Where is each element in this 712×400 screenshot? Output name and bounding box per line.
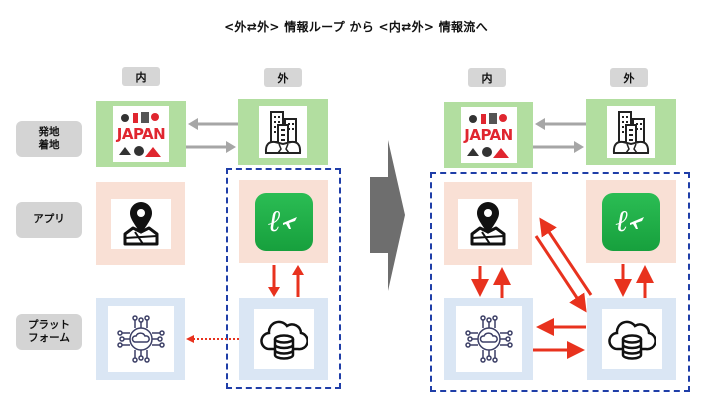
arrow-inner-to-outer	[533, 141, 584, 153]
japan-text: JAPAN	[464, 126, 513, 144]
cloud-network-icon	[116, 315, 165, 363]
platform-inner-box-after	[444, 298, 533, 380]
japan-decor-top-icon	[468, 113, 507, 124]
map-pin-icon	[470, 201, 506, 245]
airplane-icon	[630, 216, 645, 229]
app-outer-box: ℓ	[239, 180, 328, 263]
platform-outer-box-after	[587, 298, 676, 380]
platform-outer-box	[239, 298, 328, 380]
platform-inner-box	[96, 298, 185, 380]
transition-arrow-icon	[370, 140, 405, 291]
arrow-outer-to-inner	[535, 118, 586, 130]
app-outer-box-after: ℓ	[586, 180, 676, 263]
column-header-outer: 外	[264, 68, 302, 87]
app-logo-letter: ℓ	[615, 204, 629, 239]
combined-boundary-dashed	[430, 172, 690, 392]
diagram-title: <外⇄外> 情報ループ から <内⇄外> 情報流へ	[224, 20, 488, 34]
destination-outer-box	[238, 99, 328, 165]
travel-app-icon: ℓ	[602, 192, 660, 251]
cloud-database-icon	[607, 320, 656, 360]
japan-decor-bottom-icon	[119, 146, 161, 157]
dotted-arrow-platform-outer-to-inner	[186, 335, 239, 343]
row-label-platform: プラット フォーム	[16, 314, 82, 350]
column-header-outer-after: 外	[610, 68, 648, 87]
cloud-database-icon	[259, 320, 308, 360]
destination-inner-box-after: JAPAN	[444, 102, 533, 168]
arrow-outer-platform-to-map-app	[539, 217, 593, 296]
japan-decor-top-icon	[121, 112, 159, 123]
japan-text: JAPAN	[116, 125, 166, 143]
app-logo-letter: ℓ	[268, 204, 281, 239]
map-pin-icon	[123, 201, 158, 245]
app-platform-arrows-before	[268, 265, 304, 297]
row-label-origin-destination: 発地 着地	[16, 121, 82, 157]
column-header-inner-after: 内	[468, 68, 506, 87]
arrow-app-to-platform	[268, 265, 280, 297]
cloud-network-icon	[464, 315, 513, 363]
app-inner-box-after	[444, 182, 532, 265]
buildings-icon	[612, 111, 650, 154]
outer-boundary-dashed	[226, 168, 341, 389]
buildings-icon	[264, 111, 302, 154]
arrow-inner-to-outer	[186, 141, 236, 153]
japan-decor-bottom-icon	[466, 147, 509, 158]
arrow-platform-to-app	[292, 265, 304, 297]
arrow-outer-to-inner	[188, 118, 238, 130]
exchange-arrows-before	[186, 118, 238, 153]
arrow-map-app-to-outer-platform	[534, 235, 587, 313]
app-inner-box	[96, 182, 185, 265]
airplane-icon	[282, 216, 297, 229]
destination-inner-box: JAPAN	[96, 101, 186, 167]
exchange-arrows-after	[533, 118, 586, 153]
japan-illustration-icon: JAPAN	[460, 107, 517, 163]
destination-outer-box-after	[586, 99, 676, 165]
panel-before: 内 外 JAPAN	[96, 67, 341, 389]
japan-illustration-icon: JAPAN	[113, 106, 169, 162]
row-label-app: アプリ	[16, 202, 82, 238]
travel-app-icon: ℓ	[254, 192, 313, 251]
column-header-inner: 内	[122, 67, 160, 86]
